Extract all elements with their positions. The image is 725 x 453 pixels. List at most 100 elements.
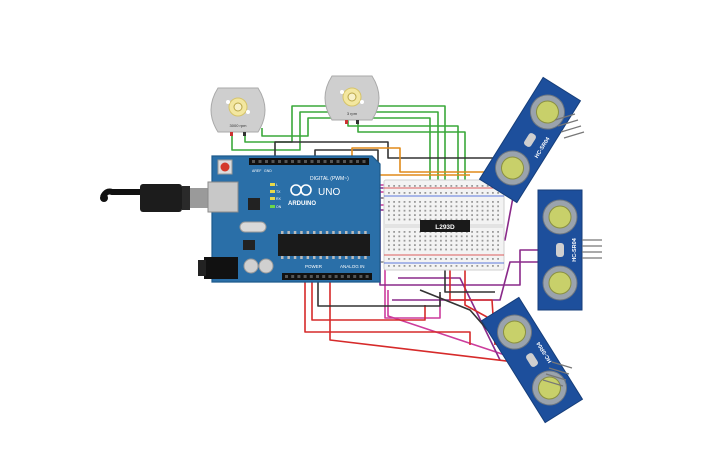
breadboard-hole bbox=[492, 214, 494, 216]
usb-plug-body bbox=[140, 184, 182, 212]
digital-header-hole bbox=[330, 160, 333, 163]
digital-header-hole bbox=[297, 160, 301, 163]
breadboard-rail-hole bbox=[497, 265, 499, 267]
breadboard-hole bbox=[440, 209, 442, 212]
sensor-bottom-transducer-1-mesh bbox=[537, 376, 561, 400]
motor-left-terminal-2 bbox=[243, 132, 246, 136]
capacitor-1 bbox=[243, 258, 259, 274]
breadboard-hole bbox=[476, 239, 479, 242]
breadboard-hole bbox=[424, 218, 427, 221]
mcu-pin bbox=[319, 231, 322, 234]
breadboard-hole bbox=[393, 235, 395, 238]
breadboard-hole bbox=[408, 244, 411, 246]
breadboard-hole bbox=[476, 201, 479, 203]
breadboard-hole bbox=[424, 235, 427, 238]
sensor-bottom-pin bbox=[551, 361, 573, 369]
breadboard-hole bbox=[424, 209, 427, 212]
power-header-hole bbox=[334, 275, 338, 278]
l293d-chip[interactable] bbox=[420, 220, 470, 232]
breadboard-hole bbox=[445, 244, 447, 246]
breadboard-hole bbox=[408, 205, 411, 208]
breadboard-hole bbox=[481, 244, 484, 246]
breadboard-rail-hole bbox=[455, 192, 458, 194]
wire-red-2 bbox=[311, 275, 426, 321]
digital-header-hole bbox=[278, 160, 281, 163]
motor-left[interactable]: 3000 rpm bbox=[210, 87, 266, 136]
mcu-pin bbox=[300, 256, 303, 259]
breadboard-hole bbox=[434, 214, 437, 216]
breadboard-hole bbox=[388, 205, 390, 208]
breadboard-rail-hole bbox=[393, 192, 395, 194]
breadboard-hole bbox=[450, 218, 453, 221]
breadboard-rail-hole bbox=[455, 185, 458, 187]
power-header-hole bbox=[365, 275, 369, 278]
breadboard-rail-hole bbox=[460, 192, 463, 194]
breadboard-hole bbox=[476, 214, 479, 216]
breadboard-hole bbox=[403, 239, 406, 242]
breadboard-rail-hole bbox=[460, 258, 463, 260]
breadboard-hole bbox=[440, 248, 442, 251]
breadboard-rail-hole bbox=[408, 258, 411, 260]
breadboard-hole bbox=[486, 235, 489, 238]
breadboard-hole bbox=[440, 201, 442, 203]
wire-red-5 bbox=[329, 282, 516, 363]
breadboard-hole bbox=[414, 205, 416, 208]
breadboard-hole bbox=[450, 239, 453, 242]
breadboard-rail-hole bbox=[492, 192, 494, 194]
breadboard-rail-hole bbox=[460, 185, 463, 187]
model-label: UNO bbox=[318, 187, 340, 198]
digital-header-hole bbox=[362, 160, 366, 163]
breadboard-hole bbox=[429, 209, 432, 212]
power-header-hole bbox=[309, 275, 313, 278]
breadboard-hole bbox=[450, 209, 453, 212]
breadboard-hole bbox=[429, 201, 432, 203]
power-header-hole bbox=[303, 275, 307, 278]
digital-pwm-label: DIGITAL (PWM~) bbox=[310, 176, 349, 182]
breadboard-hole bbox=[429, 239, 432, 242]
breadboard-rail-hole bbox=[471, 192, 473, 194]
breadboard-hole bbox=[476, 218, 479, 221]
brand-label: ARDUINO bbox=[288, 201, 316, 207]
sensor-middle[interactable]: HC-SR04 bbox=[537, 189, 583, 311]
digital-header-hole bbox=[349, 160, 353, 163]
arduino-uno-board[interactable]: ARDUINO UNO DIGITAL (PWM~) POWER ANALOG … bbox=[198, 155, 381, 283]
breadboard-hole bbox=[440, 218, 442, 221]
breadboard-hole bbox=[486, 209, 489, 212]
sensor-top[interactable]: HC-SR04 bbox=[478, 76, 582, 204]
aref-label: AREF bbox=[252, 169, 261, 173]
breadboard-rail-hole bbox=[445, 192, 447, 194]
breadboard-hole bbox=[481, 248, 484, 251]
breadboard-hole bbox=[471, 239, 473, 242]
motor-right[interactable]: 3 rpm bbox=[324, 75, 380, 124]
breadboard-hole bbox=[429, 218, 432, 221]
breadboard-hole bbox=[450, 205, 453, 208]
sensor-top-transducer-1-mesh bbox=[501, 156, 525, 180]
breadboard-rail-hole bbox=[388, 192, 390, 194]
breadboard-rail-hole bbox=[434, 192, 437, 194]
breadboard-hole bbox=[398, 235, 401, 238]
sensor-top-pin bbox=[557, 119, 579, 127]
reset-button[interactable] bbox=[220, 162, 230, 172]
breadboard-hole bbox=[440, 235, 442, 238]
breadboard-rail-hole bbox=[445, 185, 447, 187]
breadboard-hole bbox=[393, 205, 395, 208]
motor-left-screw-2 bbox=[246, 110, 250, 114]
voltage-regulator bbox=[243, 240, 255, 250]
breadboard-hole bbox=[466, 244, 468, 246]
wire-motor1-a bbox=[231, 111, 439, 220]
mcu-pin bbox=[332, 256, 335, 259]
breadboard-hole bbox=[497, 218, 499, 221]
breadboard[interactable]: L293D bbox=[383, 179, 505, 271]
wire-motor2-c bbox=[261, 117, 431, 215]
breadboard-rail-hole bbox=[445, 258, 447, 260]
breadboard-hole bbox=[393, 218, 395, 221]
breadboard-rail-hole bbox=[403, 192, 406, 194]
breadboard-rail-hole bbox=[388, 185, 390, 187]
breadboard-hole bbox=[476, 209, 479, 212]
arduino-logo bbox=[290, 184, 312, 196]
motor-left-screw-1 bbox=[226, 100, 230, 104]
breadboard-hole bbox=[403, 244, 406, 246]
power-header-holes bbox=[285, 275, 369, 278]
breadboard-hole bbox=[460, 214, 463, 216]
mcu-pin bbox=[281, 256, 284, 259]
